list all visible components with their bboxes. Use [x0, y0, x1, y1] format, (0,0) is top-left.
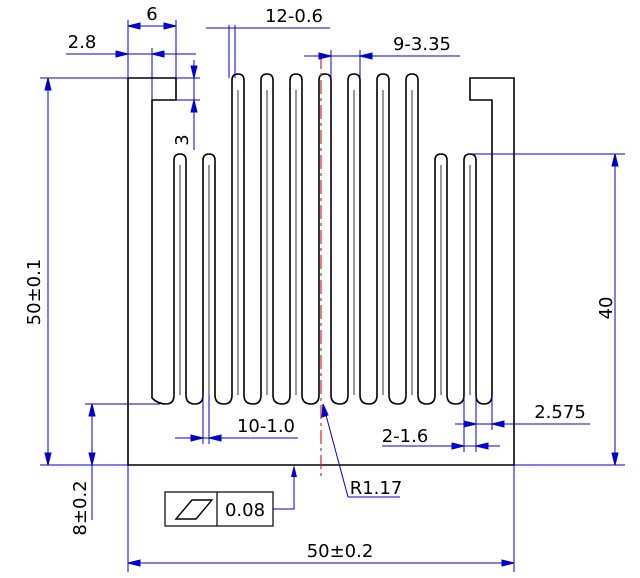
dim-base-width: 50±0.2	[307, 541, 374, 562]
dim-fin-pitch-lines	[304, 50, 460, 78]
dim-fin-pitch: 9-3.35	[393, 34, 451, 55]
dim-tall-fins: 12-0.6	[265, 6, 323, 27]
dim-end-gap: 2-1.6	[382, 426, 429, 447]
dim-base-thickness-lines	[85, 403, 160, 520]
dim-hook-gap-lines	[176, 60, 200, 150]
dim-fin-root-lines	[175, 395, 298, 444]
flatness-icon	[174, 499, 214, 520]
dim-hook-width-lines	[127, 20, 177, 78]
dim-root-radius: R1.17	[350, 478, 403, 499]
dim-fin-root: 10-1.0	[237, 416, 295, 437]
dim-end-gap-lines	[382, 395, 500, 452]
flatness-tolerance: 0.08	[225, 500, 265, 521]
dim-fin-height-lines	[470, 153, 625, 466]
dim-end-width: 2.575	[534, 402, 586, 423]
fin-inner-lines	[179, 90, 471, 395]
flatness-callout: 0.08	[164, 465, 297, 527]
dim-overall-height-lines	[40, 77, 128, 466]
dim-tall-fins-lines	[206, 25, 330, 78]
dim-end-width-lines	[455, 395, 590, 430]
dim-hook-thickness: 2.8	[68, 32, 97, 53]
heatsink-outline	[127, 73, 515, 466]
dim-hook-thickness-lines	[66, 48, 196, 100]
dim-hook-gap: 3	[172, 134, 193, 145]
dim-base-thickness: 8±0.2	[70, 480, 91, 535]
dim-base-width-lines	[127, 465, 515, 572]
dim-root-radius-lines	[321, 403, 400, 498]
dim-overall-height: 50±0.1	[24, 259, 45, 326]
dim-hook-width: 6	[146, 4, 157, 25]
dim-fin-height: 40	[596, 297, 617, 320]
